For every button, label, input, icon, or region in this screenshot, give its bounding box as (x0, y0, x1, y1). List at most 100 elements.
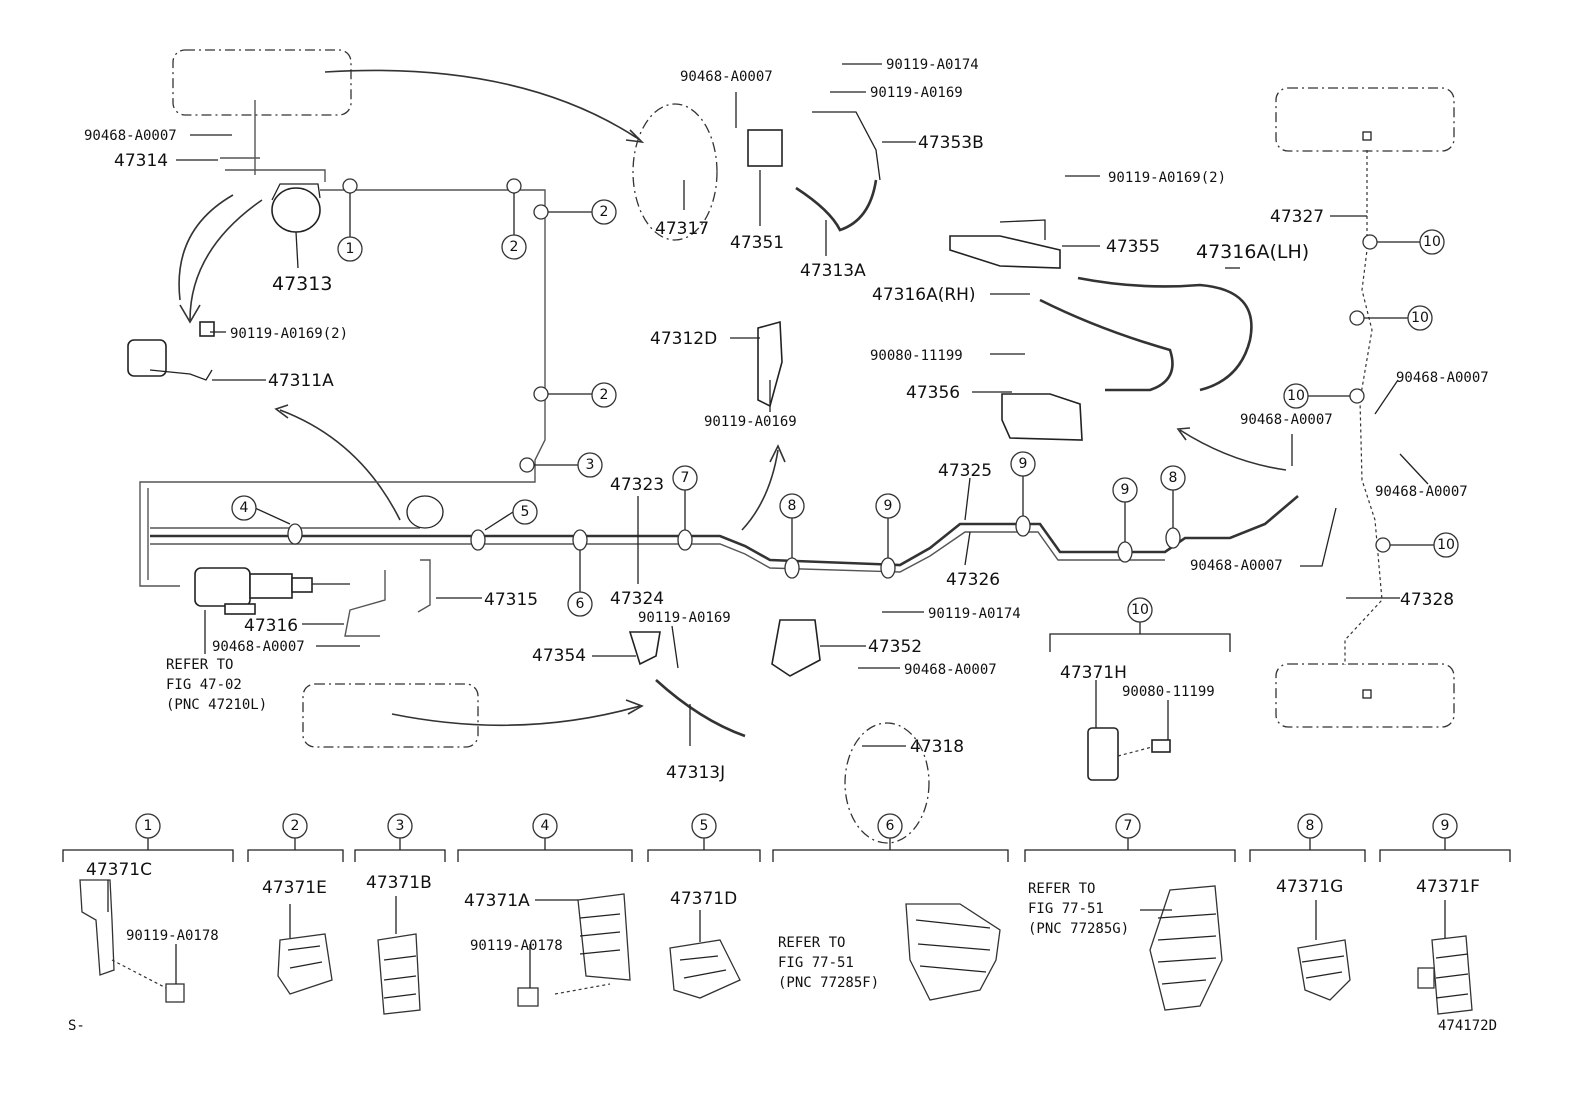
label-47323: 47323 (610, 475, 664, 495)
label-47371F: 47371F (1416, 877, 1480, 897)
legend-brackets (62, 838, 1511, 862)
label-90119-A0178-a: 90119-A0178 (126, 928, 219, 944)
part-47313-valve (271, 183, 321, 233)
label-47356: 47356 (906, 383, 960, 403)
brake-line-47315 (417, 559, 431, 613)
label-90468-A0007-d: 90468-A0007 (1240, 412, 1333, 428)
svg-text:10: 10 (1131, 602, 1149, 618)
part-47354-47352 (628, 619, 821, 738)
label-47317: 47317 (655, 219, 709, 239)
callout-5: 5 (484, 499, 538, 531)
brake-line-upper (139, 189, 546, 587)
callout-10d: 10 (1390, 532, 1459, 558)
callout-7-legend: 7 (1115, 813, 1141, 839)
label-47355: 47355 (1106, 237, 1160, 257)
callout-6-legend: 6 (877, 813, 903, 839)
svg-text:3: 3 (396, 818, 405, 834)
callout-7a: 7 (672, 465, 698, 530)
label-47327: 47327 (1270, 207, 1324, 227)
svg-text:9: 9 (1121, 482, 1130, 498)
svg-text:10: 10 (1423, 234, 1441, 250)
svg-text:10: 10 (1437, 537, 1455, 553)
callout-2b: 2 (548, 199, 617, 225)
label-90119-A0169-c: 90119-A0169 (638, 610, 731, 626)
hose-47316A-LH (1077, 276, 1253, 392)
flow-arrow-up-left (279, 409, 401, 521)
svg-text:10: 10 (1411, 310, 1429, 326)
refer-2-line1: REFER TO (778, 935, 845, 951)
flow-arrow-up-left-head (274, 404, 289, 419)
svg-text:9: 9 (1441, 818, 1450, 834)
callout-1-legend: 1 (135, 813, 161, 839)
hose-47316A-RH (1039, 298, 1174, 392)
flow-arrow-top (324, 69, 641, 141)
label-47371G: 47371G (1276, 877, 1343, 897)
leader-lines (107, 63, 1446, 988)
label-47313A: 47313A (800, 261, 866, 281)
callout-10b: 10 (1364, 305, 1433, 331)
reference-box-top-right (1275, 87, 1455, 152)
brake-line-47314 (220, 100, 326, 182)
refer-3-line3: (PNC 77285G) (1028, 921, 1129, 937)
ref-point-bottom (1362, 689, 1372, 699)
brake-line-main (150, 495, 1299, 567)
part-47356-bracket (1001, 393, 1083, 441)
master-cylinder (194, 567, 350, 615)
clip-47371F (1417, 935, 1473, 1015)
callout-2c: 2 (548, 382, 617, 408)
label-90468-A0007-c: 90468-A0007 (1396, 370, 1489, 386)
part-47311A-bracket (127, 321, 215, 381)
part-47371H-clip (1087, 727, 1171, 781)
svg-text:5: 5 (700, 818, 709, 834)
svg-text:4: 4 (240, 500, 249, 516)
callout-5-legend: 5 (691, 813, 717, 839)
label-47371B: 47371B (366, 873, 432, 893)
callout-10c: 10 (1283, 383, 1350, 409)
flow-arrow-right (1179, 429, 1287, 471)
clip-77285G (1149, 885, 1223, 1011)
label-90119-A0169-2-b: 90119-A0169(2) (1108, 170, 1226, 186)
label-47326: 47326 (946, 570, 1000, 590)
label-90468-A0007-e: 90468-A0007 (1375, 484, 1468, 500)
detail-ellipse-47318 (844, 722, 930, 844)
svg-text:10: 10 (1287, 388, 1305, 404)
flow-arrow-up (741, 449, 779, 531)
svg-text:8: 8 (788, 498, 797, 514)
reference-box-bottom-left (302, 683, 479, 748)
callout-3-legend: 3 (387, 813, 413, 839)
flow-arrow-right-head (1176, 427, 1191, 441)
ref-point-top (1362, 131, 1372, 141)
label-47351: 47351 (730, 233, 784, 253)
flow-arrow-up-head (769, 444, 786, 463)
svg-text:2: 2 (510, 239, 519, 255)
flow-arrow-bottom-head (625, 699, 644, 715)
callout-9c: 9 (1112, 477, 1138, 542)
callout-4: 4 (231, 495, 291, 525)
callout-6: 6 (567, 550, 593, 617)
label-47316A-LH: 47316A(LH) (1196, 241, 1309, 263)
callout-8a: 8 (779, 493, 805, 558)
clip-47371G (1297, 939, 1351, 1001)
refer-1-line1: REFER TO (166, 657, 233, 673)
svg-text:9: 9 (1019, 456, 1028, 472)
label-47371A: 47371A (464, 891, 530, 911)
callout-1a: 1 (337, 193, 363, 262)
svg-text:6: 6 (576, 596, 585, 612)
corner-mark: S- (68, 1018, 85, 1034)
label-90119-A0169-a: 90119-A0169 (870, 85, 963, 101)
label-90468-A0007-f: 90468-A0007 (1190, 558, 1283, 574)
part-47351-47353B (747, 111, 881, 232)
label-47371H: 47371H (1060, 663, 1127, 683)
label-47318: 47318 (910, 737, 964, 757)
label-90119-A0178-b: 90119-A0178 (470, 938, 563, 954)
label-47316: 47316 (244, 616, 298, 636)
svg-text:2: 2 (291, 818, 300, 834)
clip-47371E (277, 933, 333, 995)
label-47314: 47314 (114, 151, 168, 171)
label-47312D: 47312D (650, 329, 717, 349)
flow-arrow-left (189, 199, 263, 321)
flow-arrow-bottom (391, 705, 641, 727)
label-47328: 47328 (1400, 590, 1454, 610)
part-47312D-bracket (757, 320, 783, 408)
svg-text:2: 2 (600, 387, 609, 403)
